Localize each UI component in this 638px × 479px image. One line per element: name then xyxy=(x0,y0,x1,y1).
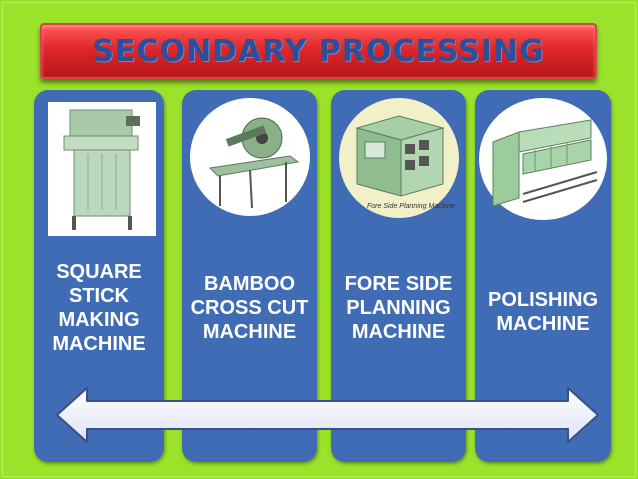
column-label: BAMBOO CROSS CUT MACHINE xyxy=(190,273,309,343)
column-label: POLISHING MACHINE xyxy=(487,289,598,335)
slide-title: SECONDARY PROCESSING xyxy=(92,33,545,69)
square-stick-machine-image xyxy=(48,102,156,236)
image-caption: Fore Side Planning Machine xyxy=(367,203,455,210)
double-headed-arrow xyxy=(55,385,600,445)
column-label: FORE SIDE PLANNING MACHINE xyxy=(344,273,453,343)
fore-side-planning-machine-image: Fore Side Planning Machine xyxy=(339,98,459,218)
column-label: SQUARE STICK MAKING MACHINE xyxy=(52,261,146,355)
title-banner: SECONDARY PROCESSING xyxy=(40,23,597,79)
bamboo-cross-cut-machine-image xyxy=(190,98,310,216)
polishing-machine-image xyxy=(479,98,607,220)
